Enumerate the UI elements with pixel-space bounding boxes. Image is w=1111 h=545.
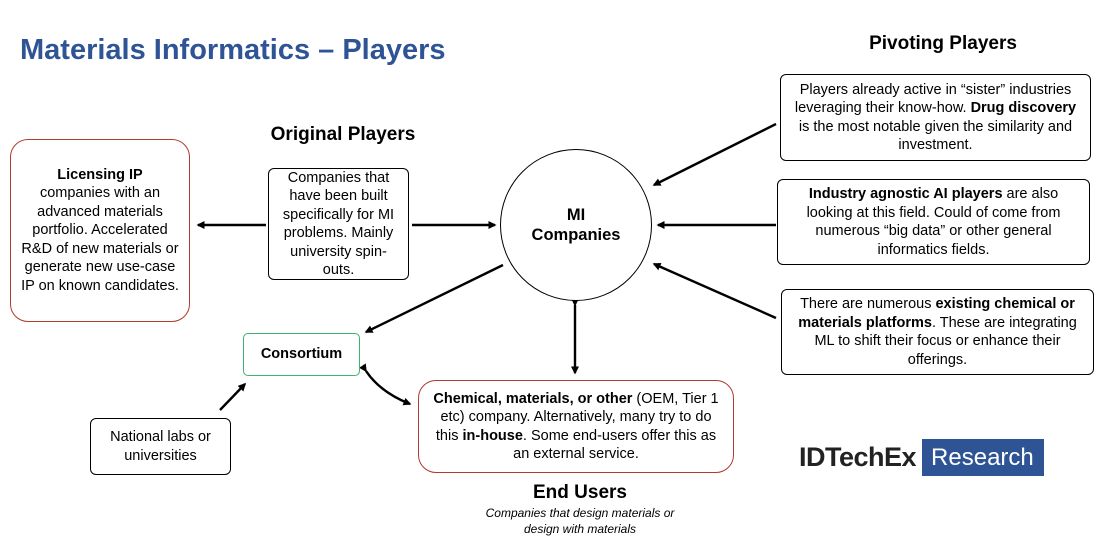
original-players-box: Companies that have been built specifica… — [268, 168, 409, 280]
pivot3-text1: There are numerous — [800, 296, 936, 312]
end-users-subtitle-line2: design with materials — [523, 522, 637, 536]
end-users-text1: (OEM, Tier 1 etc) company. Alternatively… — [435, 390, 719, 444]
pivot1-bold: Drug discovery — [970, 100, 1077, 116]
arrow-labs-to-consortium — [219, 382, 247, 411]
licensing-ip-title: Licensing IP — [57, 166, 143, 183]
pivot3-text2: . These are integrating ML to shift thei… — [814, 314, 1077, 368]
pivot1-text1: Players already active in “sister” indus… — [794, 81, 1072, 117]
logo-idtechex-text: IDTechEx — [799, 442, 917, 472]
original-players-text: Companies that have been built specifica… — [282, 169, 395, 279]
licensing-ip-box: Licensing IP companies with an advanced … — [10, 139, 190, 322]
mi-companies-circle: MI Companies — [500, 149, 652, 301]
page-title: Materials Informatics – Players — [20, 34, 446, 66]
pivot-platforms-box: There are numerous existing chemical or … — [781, 289, 1094, 375]
consortium-box: Consortium — [243, 333, 360, 376]
arrow-consortium-end-users — [359, 363, 412, 406]
mi-companies-line2: Companies — [531, 226, 621, 244]
end-users-bold2: in-house — [462, 427, 523, 444]
national-labs-text: National labs or universities — [110, 429, 211, 464]
original-players-heading: Original Players — [270, 124, 416, 145]
pivot2-bold: Industry agnostic AI players — [808, 186, 1003, 202]
pivoting-players-heading: Pivoting Players — [869, 33, 1017, 54]
arrow-mi-to-consortium — [364, 263, 504, 334]
end-users-subtitle: Companies that design materials or desig… — [440, 505, 720, 537]
end-users-box: Chemical, materials, or other (OEM, Tier… — [418, 380, 734, 473]
licensing-ip-text: companies with an advanced materials por… — [21, 185, 179, 294]
arrow-pivot3-to-mi — [652, 262, 777, 320]
end-users-text2: . Some end-users offer this as an extern… — [513, 427, 717, 463]
logo-research-text: Research — [922, 439, 1044, 476]
arrow-pivot1-to-mi — [652, 122, 777, 187]
pivot-ai-players-box: Industry agnostic AI players are also lo… — [777, 179, 1090, 265]
pivot1-text2: is the most notable given the similarity… — [798, 118, 1073, 154]
national-labs-box: National labs or universities — [90, 418, 231, 475]
end-users-subtitle-line1: Companies that design materials or — [485, 506, 675, 520]
idtechex-logo: IDTechEx Research — [799, 439, 1044, 476]
mi-companies-line1: MI — [566, 206, 586, 224]
end-users-bold1: Chemical, materials, or other — [433, 390, 633, 407]
pivot3-bold: existing chemical or materials platforms — [798, 296, 1075, 331]
pivot-sister-industries-box: Players already active in “sister” indus… — [780, 74, 1091, 161]
end-users-heading: End Users — [533, 482, 627, 503]
consortium-label: Consortium — [260, 346, 343, 363]
pivot2-text: are also looking at this field. Could of… — [806, 186, 1061, 258]
